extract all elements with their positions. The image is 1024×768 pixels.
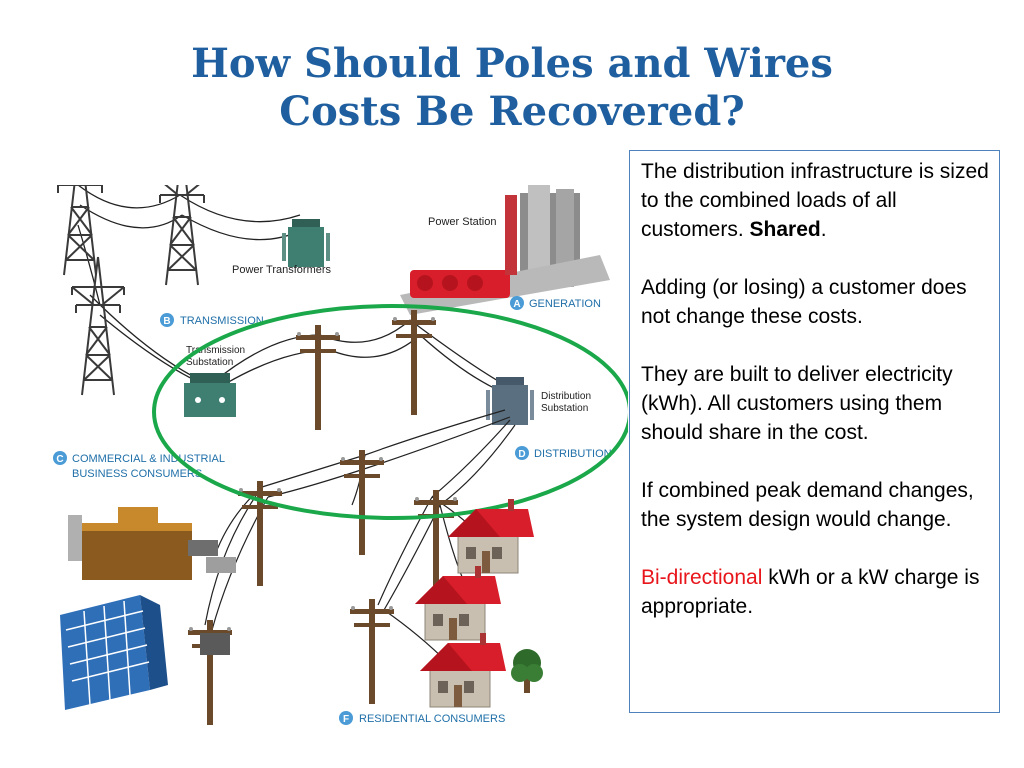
commercial-badge: C [56, 454, 63, 465]
paragraph-shared-end: . [820, 218, 827, 241]
title-line-2: Costs Be Recovered? [279, 88, 745, 135]
paragraph-bidirectional: Bi-directional kWh or a kW charge is app… [641, 563, 989, 621]
factory-icon [68, 507, 236, 580]
transmission-label: TRANSMISSION [180, 315, 264, 327]
house-icon [414, 565, 502, 641]
power-grid-diagram: Power Transformers Power Station A GENER… [53, 185, 628, 725]
slide-title: How Should Poles and Wires Costs Be Reco… [0, 40, 1024, 136]
residential-badge-icon [339, 711, 353, 725]
house-icon [419, 632, 507, 708]
paragraph-adding: Adding (or losing) a customer does not c… [641, 276, 967, 328]
utility-pole-icon [392, 310, 436, 415]
paragraph-bidirectional-text: kWh or a kW charge is appropriate. [641, 566, 980, 618]
house-icon [447, 498, 535, 574]
title-line-1: How Should Poles and Wires [191, 40, 833, 87]
paragraph-shared-text: The distribution infrastructure is sized… [641, 160, 989, 241]
paragraph-shared: The distribution infrastructure is sized… [641, 157, 989, 244]
tree-icon [511, 649, 543, 693]
residential-label: RESIDENTIAL CONSUMERS [359, 713, 505, 725]
explanation-textbox: The distribution infrastructure is sized… [629, 150, 1000, 713]
transmission-substation-label: Transmission Substation [186, 345, 248, 368]
power-transformer-icon [282, 219, 330, 267]
distribution-badge: D [518, 449, 525, 460]
power-station-label: Power Station [428, 216, 496, 228]
commercial-label: COMMERCIAL & INDUSTRIAL BUSINESS CONSUME… [72, 453, 228, 480]
paragraph-peak-demand: If combined peak demand changes, the sys… [641, 479, 974, 531]
distribution-badge-icon [515, 446, 529, 460]
transmission-badge: B [163, 316, 170, 327]
power-station-icon [400, 185, 610, 315]
transmission-substation-icon [184, 373, 236, 417]
generation-badge-icon [510, 296, 524, 310]
paragraph-deliver: They are built to deliver electricity (k… [641, 363, 953, 444]
generation-badge: A [513, 299, 520, 310]
bidirectional-emphasis: Bi-directional [641, 566, 763, 589]
distribution-label: DISTRIBUTION [534, 448, 612, 460]
power-transformers-label: Power Transformers [232, 264, 332, 276]
shared-emphasis: Shared [749, 218, 821, 241]
distribution-highlight-ellipse [152, 304, 628, 520]
pad-transformer-icon [200, 633, 230, 655]
pylon-icon [155, 185, 209, 286]
transmission-badge-icon [160, 313, 174, 327]
utility-pole-icon [350, 599, 394, 704]
pylon-icon [71, 256, 125, 396]
distribution-substation-icon [486, 377, 534, 425]
distribution-substation-label: Distribution Substation [541, 391, 594, 414]
commercial-badge-icon [53, 451, 67, 465]
utility-pole-icon [296, 325, 340, 430]
residential-badge: F [343, 714, 349, 725]
generation-label: GENERATION [529, 298, 601, 310]
utility-pole-icon [340, 450, 384, 555]
office-building-icon [60, 595, 168, 710]
